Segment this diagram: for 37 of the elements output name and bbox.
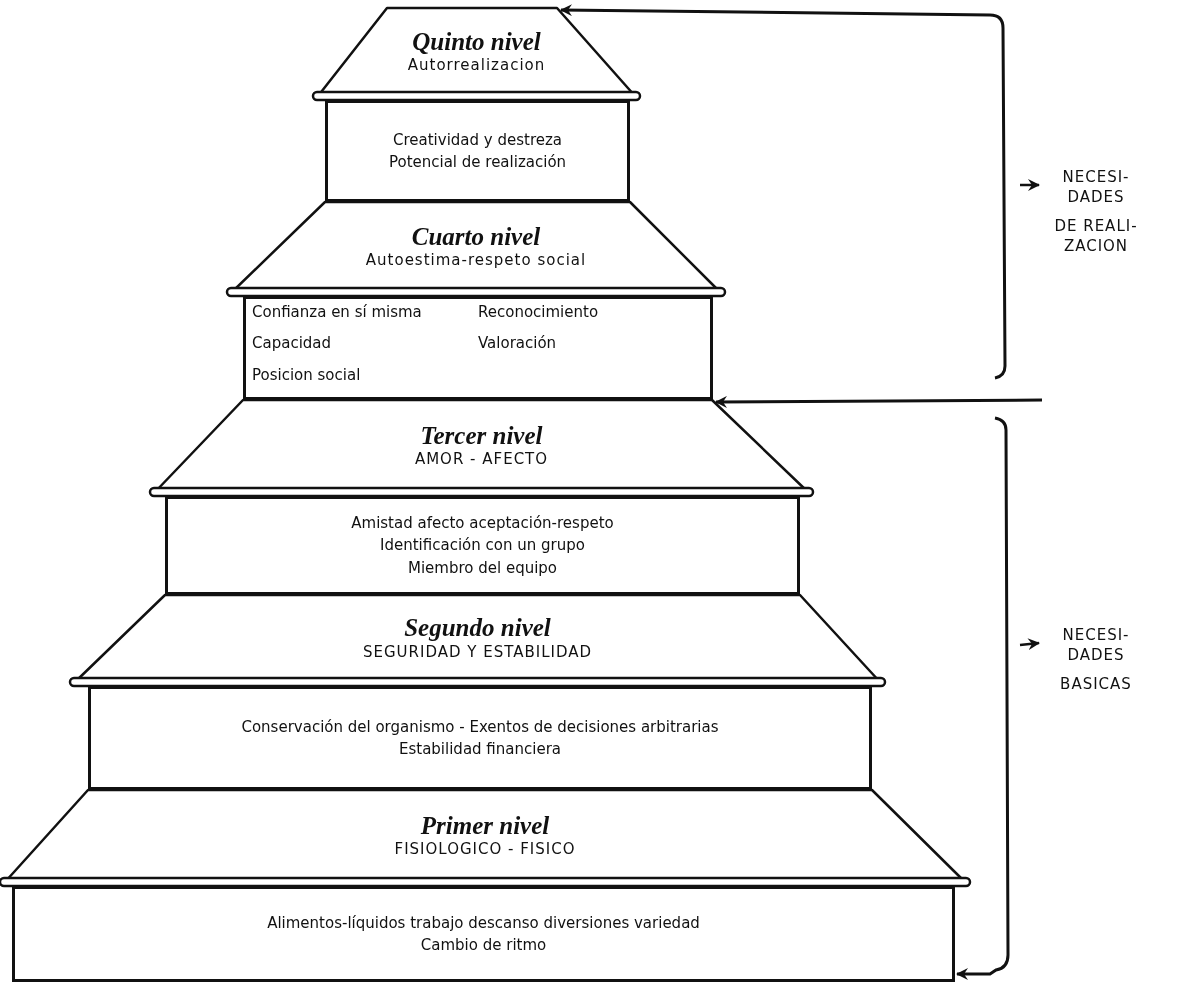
level-subtitle: SEGURIDAD Y ESTABILIDAD <box>362 642 593 661</box>
need-item: Reconocimiento <box>478 303 599 321</box>
level-box <box>165 496 800 595</box>
need-item: Miembro del equipo <box>407 557 558 579</box>
group-label: BASICAS <box>1059 675 1133 695</box>
level-subtitle: AMOR - AFECTO <box>414 450 549 469</box>
group-label: NECESI- DADES <box>1061 168 1131 207</box>
group-label: NECESI- DADES <box>1061 626 1131 665</box>
arrow <box>715 395 1042 408</box>
level-box <box>243 296 713 400</box>
level-title: Primer nivel <box>420 811 550 841</box>
level-box <box>325 100 630 202</box>
group-label: DE REALI- ZACION <box>1053 217 1139 256</box>
level-subtitle: Autorrealizacion <box>407 56 546 75</box>
need-item: Confianza en sí misma <box>252 303 422 321</box>
need-item: Conservación del organismo - Exentos de decisiones arbitrarias <box>241 716 719 738</box>
level-title: Segundo nivel <box>404 614 551 643</box>
arrow <box>1020 179 1040 191</box>
need-item: Potencial de realización <box>388 152 567 173</box>
need-item: Estabilidad financiera <box>398 739 562 760</box>
level-box <box>88 686 872 790</box>
need-item: Creatividad y destreza <box>392 129 563 151</box>
arrow <box>1019 638 1040 651</box>
need-item: Valoración <box>478 334 557 353</box>
need-item: Cambio de ritmo <box>420 935 547 956</box>
need-item: Posicion social <box>252 365 361 384</box>
need-item: Capacidad <box>252 334 332 353</box>
level-title: Quinto nivel <box>412 27 541 57</box>
arrow <box>560 4 1007 380</box>
level-title: Cuarto nivel <box>411 222 541 252</box>
level-subtitle: FISIOLOGICO - FISICO <box>394 840 576 859</box>
arrow <box>956 416 1010 980</box>
need-item: Alimentos-líquidos trabajo descanso diversiones variedad <box>267 912 700 934</box>
need-item: Identificación con un grupo <box>380 535 585 557</box>
need-item: Amistad afecto aceptación-respeto <box>351 512 614 534</box>
level-subtitle: Autoestima-respeto social <box>365 251 587 270</box>
level-title: Tercer nivel <box>420 421 543 451</box>
